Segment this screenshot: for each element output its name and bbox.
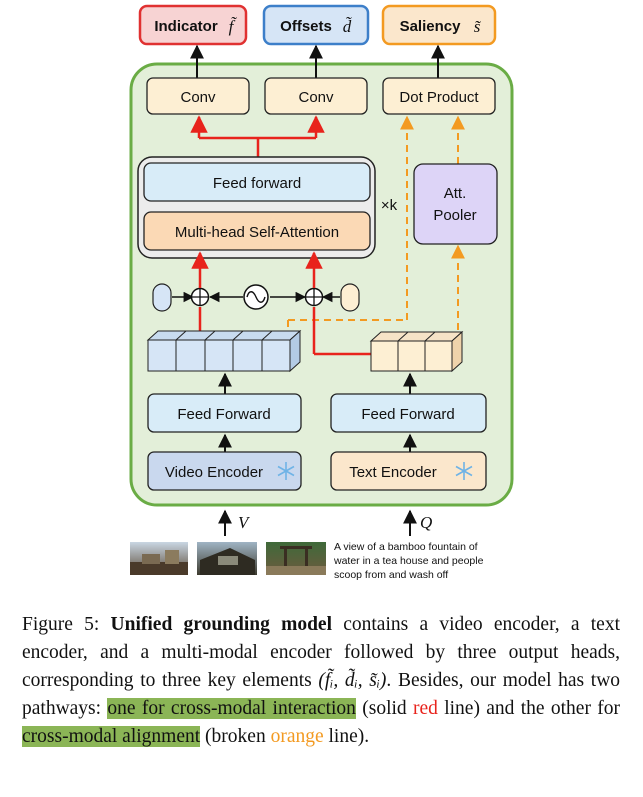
sinusoid-position-icon [243, 284, 269, 310]
caption-math: (f̃ᵢ, d̃ᵢ, s̃ᵢ) [318, 670, 387, 691]
text-encoder-block: Text Encoder [330, 451, 487, 491]
caption-text-1: contains a video encoder, a text encoder… [22, 614, 620, 691]
video-encoder-label: Video Encoder [165, 464, 263, 481]
conv-block-2: Conv [264, 77, 368, 115]
conv-block-1: Conv [146, 77, 250, 115]
add-circle-right [304, 287, 324, 307]
highlight-interaction: one for cross-modal interaction [107, 698, 356, 719]
offsets-head: Offsets d̃ [262, 4, 370, 46]
saliency-symbol: s̃ [474, 17, 482, 36]
pooler-line1: Att. [444, 185, 467, 202]
caption-title: Unified grounding model [110, 614, 333, 635]
indicator-symbol: f̃ [229, 17, 238, 36]
caption-text-6: line). [323, 726, 370, 747]
feed-forward-label: Feed forward [213, 175, 301, 192]
saliency-label: Saliency [400, 18, 462, 35]
saliency-head: Saliency s̃ [381, 4, 497, 46]
caption-text-4: line) and the other for [437, 698, 621, 719]
indicator-head: Indicator f̃ [138, 4, 248, 46]
pooler-line2: Pooler [433, 207, 476, 224]
caption-text-2: . Besides, our model has two pathways: [22, 670, 621, 719]
caption-text-5: (broken [200, 726, 271, 747]
conv-2-label: Conv [298, 89, 334, 106]
snowflake-icon [455, 462, 473, 480]
query-input-symbol: Q [420, 513, 432, 532]
text-encoder-label: Text Encoder [349, 464, 437, 481]
multimodal-panel [129, 62, 514, 507]
dot-product-block: Dot Product [382, 77, 496, 115]
highlight-alignment: cross-modal alignment [22, 726, 201, 747]
repeat-k-label: ×k [381, 197, 398, 214]
architecture-diagram: Indicator f̃ Offsets d̃ Saliency s̃ Conv… [129, 4, 514, 581]
position-embedding-row [152, 283, 360, 312]
dot-product-label: Dot Product [399, 89, 479, 106]
indicator-label: Indicator [154, 18, 218, 35]
video-ff-label: Feed Forward [177, 406, 270, 423]
conv-1-label: Conv [180, 89, 216, 106]
red-to-mhsa [191, 251, 371, 356]
text-type-token [340, 283, 360, 312]
video-encoder-block: Video Encoder [147, 451, 302, 491]
video-frame-3 [266, 542, 326, 575]
add-circle-left [190, 287, 210, 307]
query-line-1: A view of a bamboo fountain of [334, 541, 478, 553]
video-type-token [152, 283, 172, 312]
figure-number: Figure 5: [22, 614, 100, 635]
orange-word: orange [270, 726, 324, 747]
query-line-3: scoop from and wash off [334, 569, 448, 581]
mhsa-label: Multi-head Self-Attention [175, 224, 339, 241]
feed-forward-block [143, 162, 371, 202]
text-ff-label: Feed Forward [361, 406, 454, 423]
red-interaction-path [190, 115, 325, 158]
video-input-symbol: V [238, 513, 251, 532]
video-feed-forward-block: Feed Forward [147, 393, 302, 433]
transformer-stack: Feed forward Multi-head Self-Attention [137, 156, 376, 259]
text-token-stack [369, 330, 464, 373]
red-word: red [413, 698, 438, 719]
text-feed-forward-block: Feed Forward [330, 393, 487, 433]
figure-caption: Figure 5: Unified grounding model contai… [22, 611, 620, 751]
query-line-2: water in a tea house and people [333, 555, 484, 567]
snowflake-icon [277, 462, 295, 480]
video-token-stack [146, 329, 302, 373]
video-frame-2 [197, 542, 257, 575]
att-pooler-block: Att. Pooler [413, 163, 498, 245]
offsets-label: Offsets [280, 18, 332, 35]
offsets-symbol: d̃ [343, 17, 352, 36]
mhsa-block [143, 211, 371, 251]
video-frame-1 [130, 542, 188, 575]
caption-text-3: (solid [355, 698, 413, 719]
